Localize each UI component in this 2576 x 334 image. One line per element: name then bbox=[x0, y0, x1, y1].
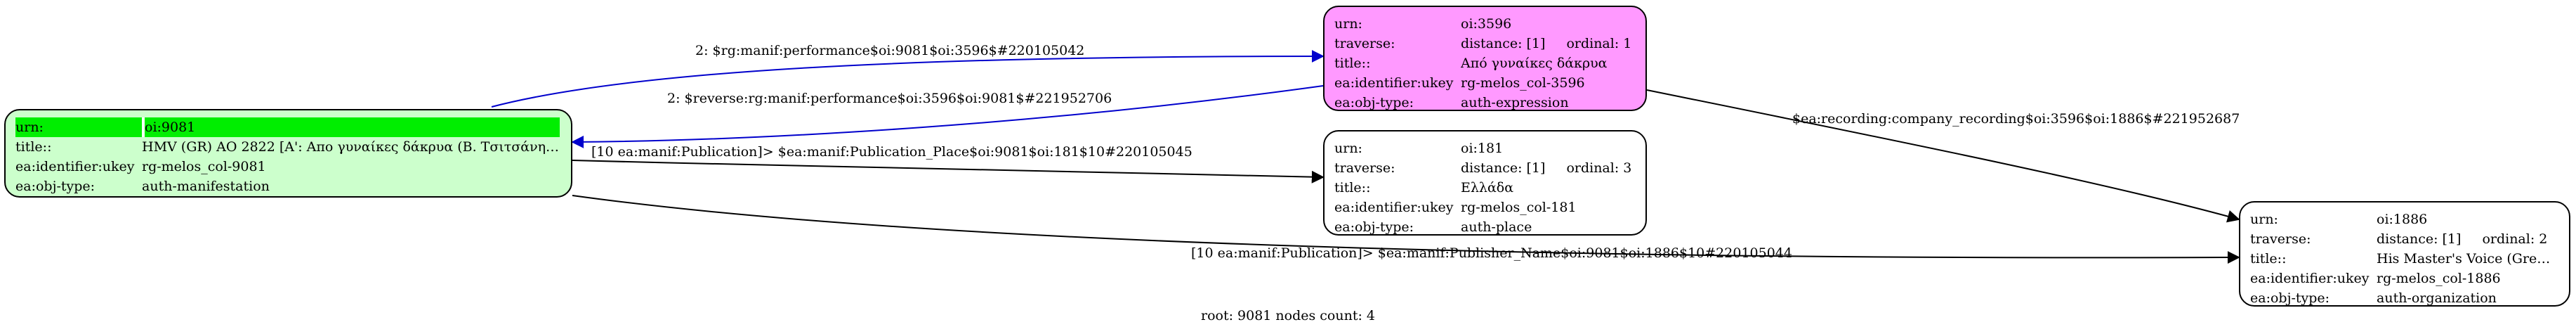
node-root-manifestation[interactable]: urn: oi:9081 title:: HMV (GR) AO 2822 [Α… bbox=[4, 109, 572, 198]
node-key: title:: bbox=[1334, 56, 1371, 71]
node-value: auth-organization bbox=[2377, 290, 2497, 306]
node-key: urn: bbox=[1334, 141, 1362, 156]
edge-publication-place bbox=[572, 160, 1325, 184]
node-value: distance: [1] bbox=[2377, 231, 2462, 247]
node-value: oi:3596 bbox=[1461, 16, 1512, 32]
node-expression[interactable]: urn: oi:3596 traverse: distance: [1] ord… bbox=[1323, 6, 1647, 111]
node-value: Ελλάδα bbox=[1461, 180, 1514, 195]
edge-reverse-performance bbox=[571, 85, 1324, 148]
node-key: urn: bbox=[1334, 16, 1362, 32]
node-extra: ordinal: 2 bbox=[2482, 231, 2548, 247]
node-place[interactable]: urn: oi:181 traverse: distance: [1] ordi… bbox=[1323, 130, 1647, 236]
node-key: traverse: bbox=[1334, 36, 1395, 51]
node-row: urn: oi:3596 bbox=[1334, 14, 1634, 34]
node-value: rg-melos_col-181 bbox=[1461, 200, 1577, 215]
node-key: ea:identifier:ukey bbox=[1334, 75, 1454, 91]
edge-label-publication-place: [10 ea:manif:Publication]> $ea:manif:Pub… bbox=[591, 144, 1192, 160]
edge-label-performance: 2: $rg:manif:performance$oi:9081$oi:3596… bbox=[695, 43, 1084, 58]
node-row: title:: Ελλάδα bbox=[1334, 178, 1634, 198]
node-row: ea:obj-type: auth-expression bbox=[1334, 93, 1634, 113]
edge-performance bbox=[491, 50, 1325, 108]
edge-label-publisher: [10 ea:manif:Publication]> $ea:manif:Pub… bbox=[1191, 245, 1792, 261]
node-value: distance: [1] bbox=[1461, 160, 1546, 176]
node-value: auth-manifestation bbox=[142, 179, 270, 194]
node-extra: ordinal: 3 bbox=[1566, 160, 1632, 176]
node-key: title:: bbox=[2250, 251, 2287, 266]
node-key: ea:identifier:ukey bbox=[15, 159, 135, 174]
node-value: rg-melos_col-1886 bbox=[2377, 271, 2501, 286]
graph-footer: root: 9081 nodes count: 4 bbox=[1200, 308, 1376, 323]
node-row: ea:identifier:ukey rg-melos_col-1886 bbox=[2250, 269, 2558, 288]
node-value: Από γυναίκες δάκρυα bbox=[1461, 56, 1608, 71]
node-row: urn: oi:181 bbox=[1334, 139, 1634, 158]
edge-label-reverse-performance: 2: $reverse:rg:manif:performance$oi:3596… bbox=[667, 91, 1112, 106]
node-row: traverse: distance: [1] ordinal: 2 bbox=[2250, 229, 2558, 249]
node-row: ea:obj-type: auth-place bbox=[1334, 217, 1634, 237]
node-row: urn: oi:1886 bbox=[2250, 210, 2558, 229]
node-key: title:: bbox=[1334, 180, 1371, 195]
edge-label-recording: $ea:recording:company_recording$oi:3596$… bbox=[1792, 111, 2240, 127]
node-value: oi:1886 bbox=[2377, 212, 2428, 227]
node-value: oi:9081 bbox=[145, 120, 196, 135]
node-value: oi:181 bbox=[1461, 141, 1504, 156]
node-key: urn: bbox=[15, 117, 145, 137]
node-row: urn: oi:9081 bbox=[15, 117, 560, 137]
node-key: ea:obj-type: bbox=[15, 179, 96, 194]
node-row: traverse: distance: [1] ordinal: 1 bbox=[1334, 34, 1634, 53]
node-value: rg-melos_col-9081 bbox=[142, 159, 266, 174]
node-value: auth-expression bbox=[1461, 95, 1569, 110]
node-row: title:: HMV (GR) AO 2822 [Α': Απο γυναίκ… bbox=[15, 137, 560, 157]
node-value: His Master's Voice (Greece) bbox=[2377, 251, 2558, 266]
node-key: ea:identifier:ukey bbox=[1334, 200, 1454, 215]
node-key: traverse: bbox=[1334, 160, 1395, 176]
node-value: distance: [1] bbox=[1461, 36, 1546, 51]
node-extra: ordinal: 1 bbox=[1566, 36, 1632, 51]
node-key: ea:identifier:ukey bbox=[2250, 271, 2370, 286]
node-row: ea:identifier:ukey rg-melos_col-3596 bbox=[1334, 73, 1634, 93]
node-row: ea:obj-type: auth-manifestation bbox=[15, 176, 560, 196]
edge-recording bbox=[1646, 89, 2240, 223]
node-row: traverse: distance: [1] ordinal: 3 bbox=[1334, 158, 1634, 178]
node-row: ea:identifier:ukey rg-melos_col-9081 bbox=[15, 157, 560, 176]
node-key: ea:obj-type: bbox=[1334, 95, 1414, 110]
node-key: urn: bbox=[2250, 212, 2278, 227]
node-value: rg-melos_col-3596 bbox=[1461, 75, 1585, 91]
node-row: title:: Από γυναίκες δάκρυα bbox=[1334, 53, 1634, 73]
edge-publisher bbox=[572, 195, 2240, 264]
node-row: title:: His Master's Voice (Greece) bbox=[2250, 249, 2558, 269]
node-value: auth-place bbox=[1461, 219, 1532, 235]
node-row: ea:obj-type: auth-organization bbox=[2250, 288, 2558, 308]
node-key: title:: bbox=[15, 139, 52, 155]
node-key: ea:obj-type: bbox=[1334, 219, 1414, 235]
node-key: traverse: bbox=[2250, 231, 2311, 247]
node-key: ea:obj-type: bbox=[2250, 290, 2330, 306]
node-row: ea:identifier:ukey rg-melos_col-181 bbox=[1334, 198, 1634, 217]
node-organization[interactable]: urn: oi:1886 traverse: distance: [1] ord… bbox=[2239, 201, 2570, 307]
node-value: HMV (GR) AO 2822 [Α': Απο γυναίκες δάκρυ… bbox=[142, 139, 560, 155]
